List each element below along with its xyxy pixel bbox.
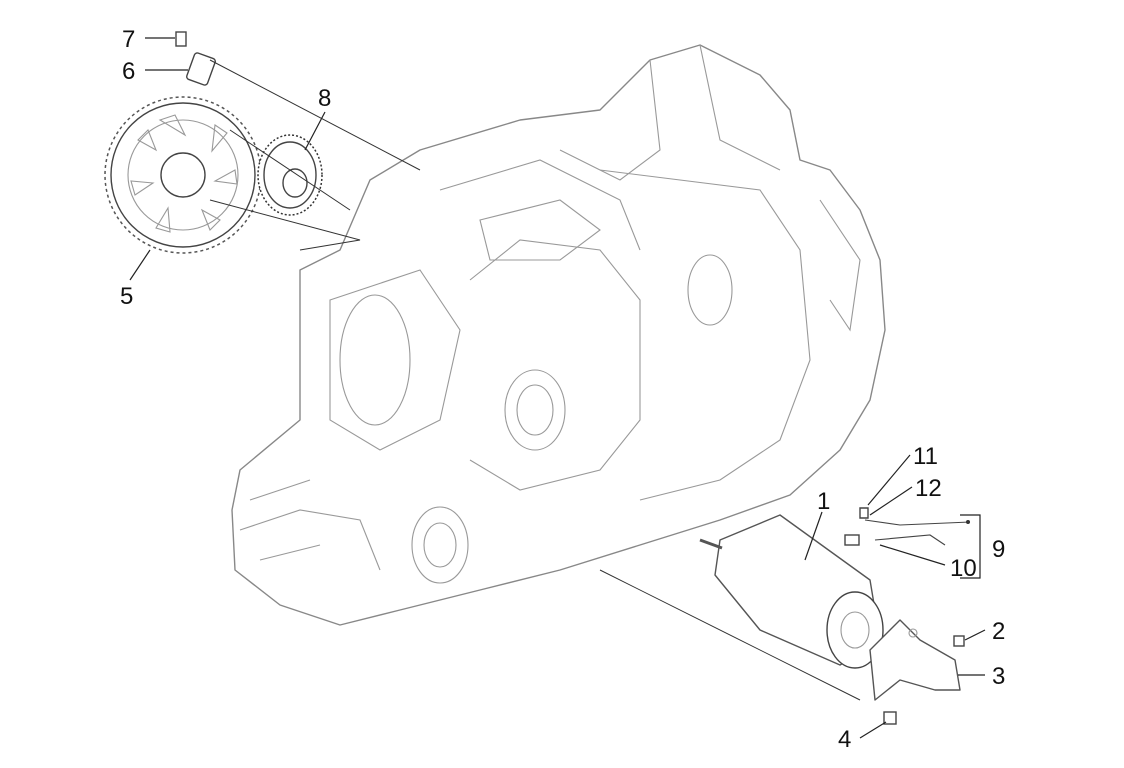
- callout-3: 3: [992, 663, 1005, 690]
- part-4-bolt: [883, 711, 897, 725]
- part-2-screw: [953, 635, 965, 647]
- part-3-bracket: [869, 619, 961, 701]
- callout-6: 6: [122, 58, 135, 85]
- callout-4: 4: [838, 726, 851, 753]
- callout-12: 12: [915, 475, 942, 502]
- part-9-wiring: [844, 507, 971, 546]
- callout-10: 10: [950, 555, 977, 582]
- callout-1: 1: [817, 488, 830, 515]
- callout-11: 11: [913, 443, 938, 470]
- callout-leaders: [129, 37, 986, 739]
- callout-9: 9: [992, 536, 1005, 563]
- callout-2: 2: [992, 618, 1005, 645]
- part-1-starter-motor: [699, 514, 884, 669]
- callout-5: 5: [120, 283, 133, 310]
- engine-crankcase: [231, 44, 886, 626]
- part-8-intermediate-gear: [257, 134, 323, 216]
- callout-7: 7: [122, 26, 135, 53]
- part-5-starter-gear: [104, 96, 262, 254]
- callout-8: 8: [318, 85, 331, 112]
- part-6-plate: [186, 52, 216, 86]
- part-7-screw: [175, 31, 187, 47]
